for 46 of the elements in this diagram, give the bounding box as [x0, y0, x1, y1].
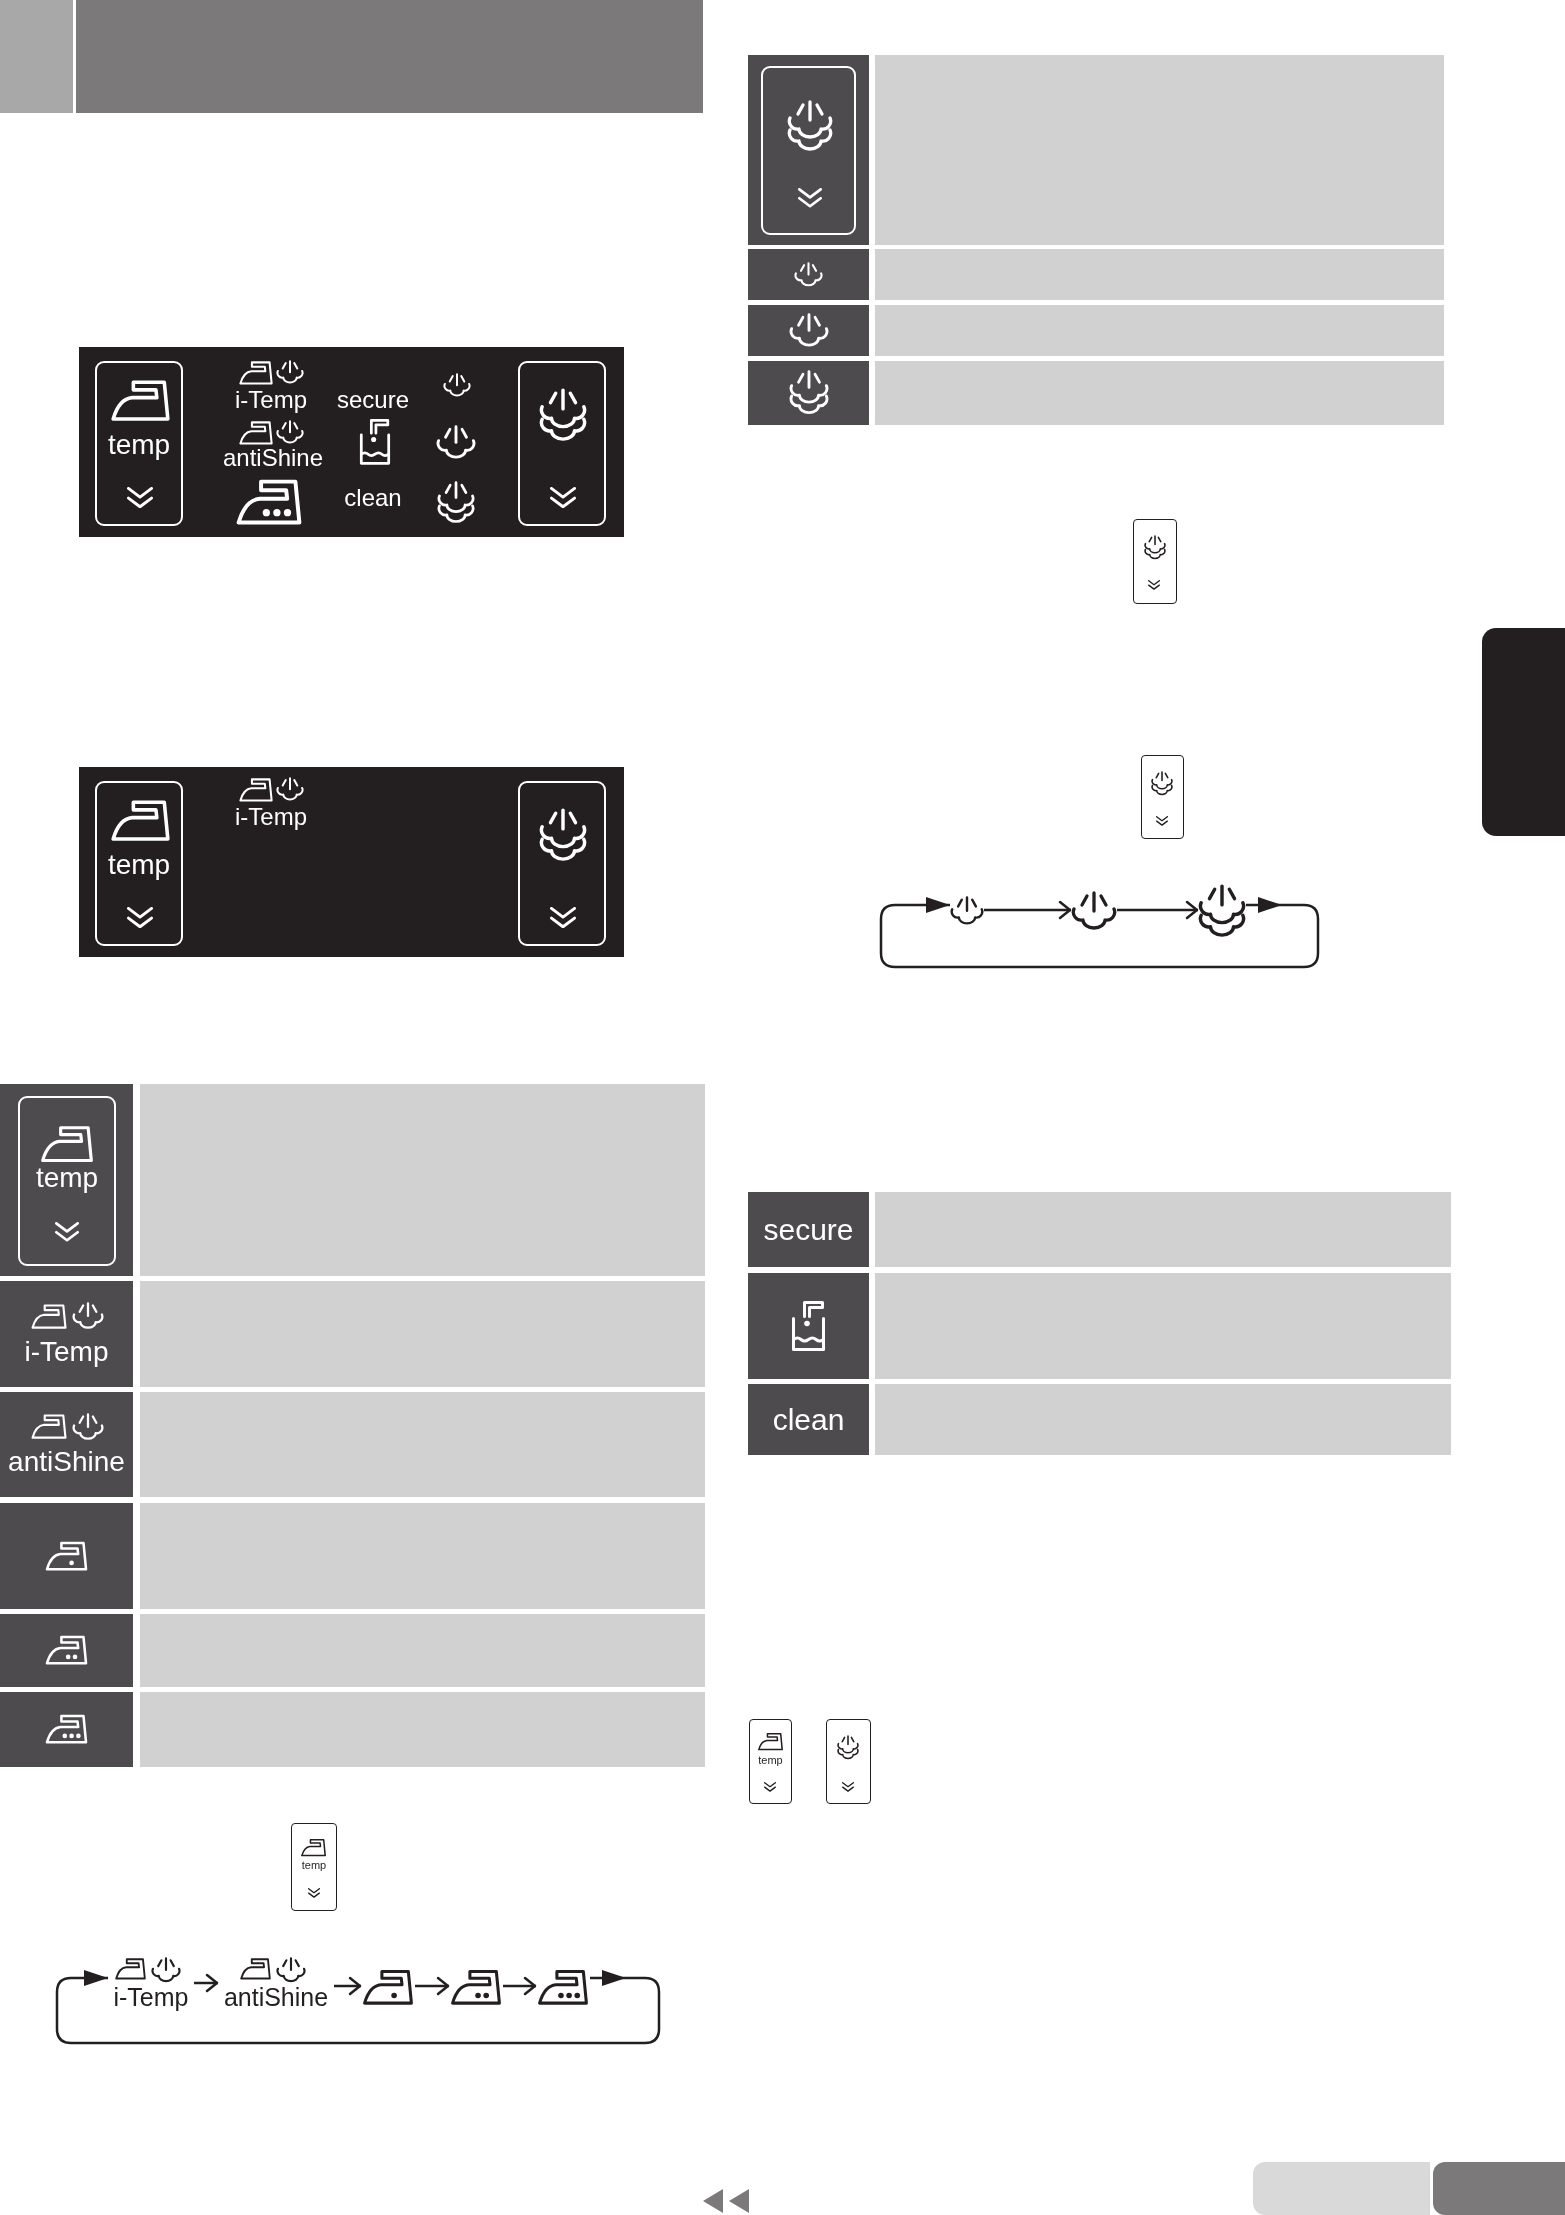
touch-key [1133, 519, 1177, 604]
arrow [334, 1976, 362, 1996]
key-label: temp [301, 1860, 327, 1871]
touch-key [749, 1719, 792, 1804]
key-label: temp [107, 431, 171, 459]
touch-key [518, 781, 606, 946]
mode-label: antiShine [8, 1448, 125, 1477]
mode-label: clean [344, 486, 402, 510]
control-panel [79, 347, 624, 537]
section-tab [1433, 2162, 1565, 2215]
arrow [415, 1976, 450, 1996]
mode-label: antiShine [223, 1985, 329, 2010]
iron-icon [361, 1968, 415, 2007]
mode-label: i-Temp [24, 1337, 109, 1366]
loop-arrow [55, 1970, 661, 2045]
page-tab [1253, 2162, 1430, 2215]
steam-icon [950, 896, 984, 926]
arrow [1117, 900, 1199, 920]
mode-label: clean [772, 1404, 845, 1435]
touch-key [95, 361, 183, 526]
mode-label: antiShine [222, 446, 324, 470]
mode-label: i-Temp [235, 388, 307, 412]
mode-label: secure [337, 388, 409, 412]
side-tab [1482, 628, 1565, 836]
arrow [984, 900, 1072, 920]
steam-icon [1198, 884, 1246, 939]
touch-key [761, 66, 856, 235]
key-label: temp [35, 1164, 99, 1192]
arrow [503, 1976, 537, 1996]
touch-key [291, 1823, 337, 1911]
mode-label: secure [763, 1214, 854, 1245]
loop-arrow [879, 897, 1320, 969]
key-label: temp [107, 851, 171, 879]
key-label: temp [758, 1755, 783, 1766]
touch-key [18, 1096, 116, 1266]
touch-key [95, 781, 183, 946]
mode-label: i-Temp [235, 805, 307, 829]
touch-key [518, 361, 606, 526]
steam-icon [1071, 891, 1117, 931]
iron-icon [449, 1968, 503, 2007]
iron-icon [536, 1968, 590, 2007]
touch-key [1141, 755, 1184, 839]
arrow [194, 1973, 219, 1993]
mode-label: i-Temp [113, 1985, 189, 2010]
control-panel [79, 767, 624, 957]
touch-key [826, 1719, 871, 1804]
